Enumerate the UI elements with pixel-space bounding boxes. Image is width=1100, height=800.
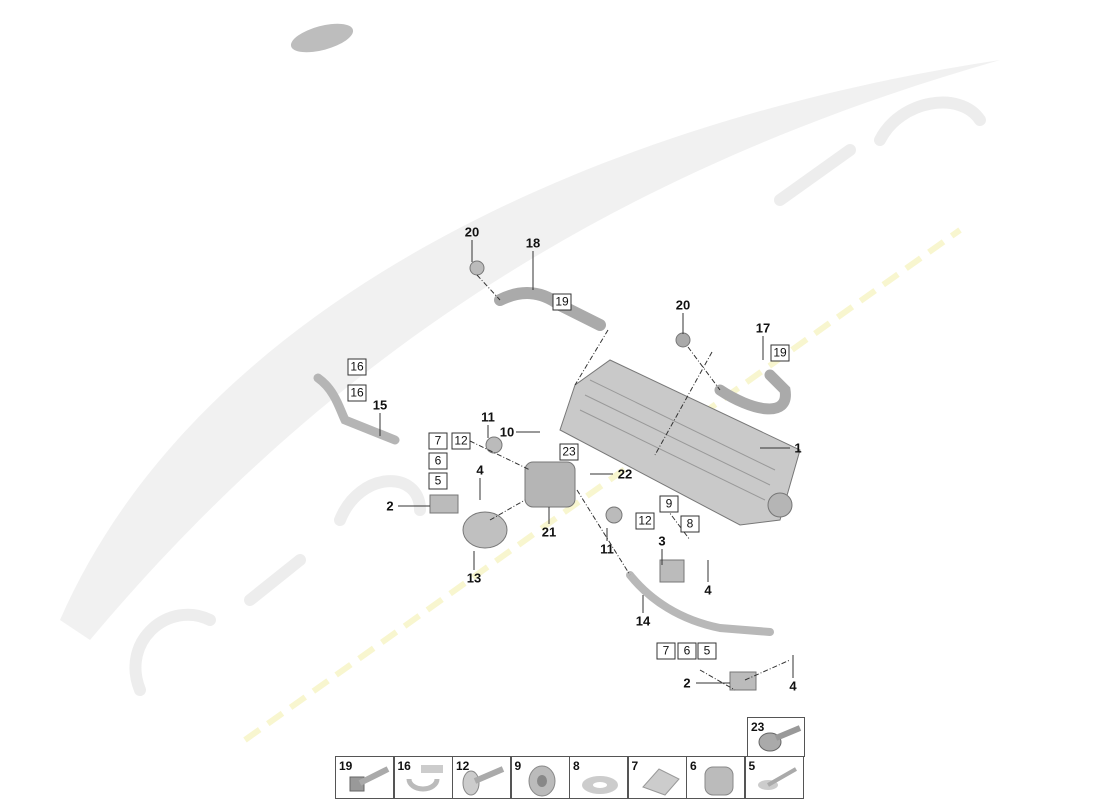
part-cell-23[interactable]: 23 [747,717,805,757]
callout-4: 4 [704,582,712,598]
callout-4: 4 [789,678,797,694]
boxed-callout-23: 23 [559,443,579,461]
part-number: 5 [748,759,756,773]
boxed-callout-7: 7 [656,642,676,660]
callout-17: 17 [755,320,771,336]
throttle-body [524,461,576,508]
part-cell-19[interactable]: 19 [335,756,394,799]
washer-icon [582,776,618,794]
callout-20: 20 [675,297,691,313]
boxed-callout-16: 16 [347,384,367,402]
hose-15 [313,373,400,445]
grommet-icon [528,765,555,797]
hose-clip-icon [406,765,443,792]
watermark-tagline-band [243,227,962,743]
screw-icon [757,767,797,790]
hex-bolt-icon [349,766,390,792]
boxed-callout-6: 6 [428,452,448,470]
callout-3: 3 [658,533,666,549]
part-cell-16[interactable]: 16 [393,756,453,799]
hose-18 [494,287,606,331]
boxed-callout-19: 19 [552,293,572,311]
part-number: 23 [751,720,765,734]
callout-13: 13 [466,570,482,586]
boxed-callout-12: 12 [635,512,655,530]
boxed-callout-19: 19 [770,344,790,362]
callout-15: 15 [372,397,388,413]
boxed-callout-8: 8 [680,515,700,533]
watermark-swoosh [60,60,1000,640]
callout-1: 1 [794,440,802,456]
boxed-callout-16: 16 [347,358,367,376]
callout-11: 11 [600,541,614,557]
part-cell-6[interactable]: 6 [686,756,745,799]
clip-nut-icon [641,768,680,796]
callout-18: 18 [525,235,541,251]
torx-bolt-icon [758,725,802,752]
watermark-logo [129,96,986,696]
part-number: 9 [514,759,522,773]
part-cell-5[interactable]: 5 [744,756,804,799]
boxed-callout-9: 9 [659,495,679,513]
callout-21: 21 [541,524,557,540]
callout-22: 22 [617,466,633,482]
callout-11: 11 [481,409,495,425]
part-cell-8[interactable]: 8 [569,756,628,799]
callout-4: 4 [476,462,484,478]
boxed-callout-7: 7 [428,432,448,450]
part-cell-12[interactable]: 12 [452,756,511,799]
boxed-callout-5: 5 [428,472,448,490]
callout-10: 10 [499,424,515,440]
part-number: 7 [631,759,639,773]
intercooler [559,359,801,526]
pipe-14 [626,571,774,636]
part-number: 19 [339,759,353,773]
boxed-callout-12: 12 [451,432,471,450]
callout-2: 2 [386,498,394,514]
boxed-callout-6: 6 [677,642,697,660]
spacer-sleeve-icon [704,766,734,796]
charge-hose [462,511,508,549]
part-number: 16 [397,759,411,773]
callout-14: 14 [635,613,651,629]
part-cell-7[interactable]: 7 [627,756,687,799]
hose-17 [714,369,791,415]
part-number: 8 [573,759,580,773]
part-number: 12 [456,759,470,773]
part-number: 6 [690,759,697,773]
callout-2: 2 [683,675,691,691]
flange-screw-icon [462,766,505,796]
callout-20: 20 [464,224,480,240]
boxed-callout-5: 5 [697,642,717,660]
part-cell-9[interactable]: 9 [510,756,570,799]
car-icon [290,23,354,53]
